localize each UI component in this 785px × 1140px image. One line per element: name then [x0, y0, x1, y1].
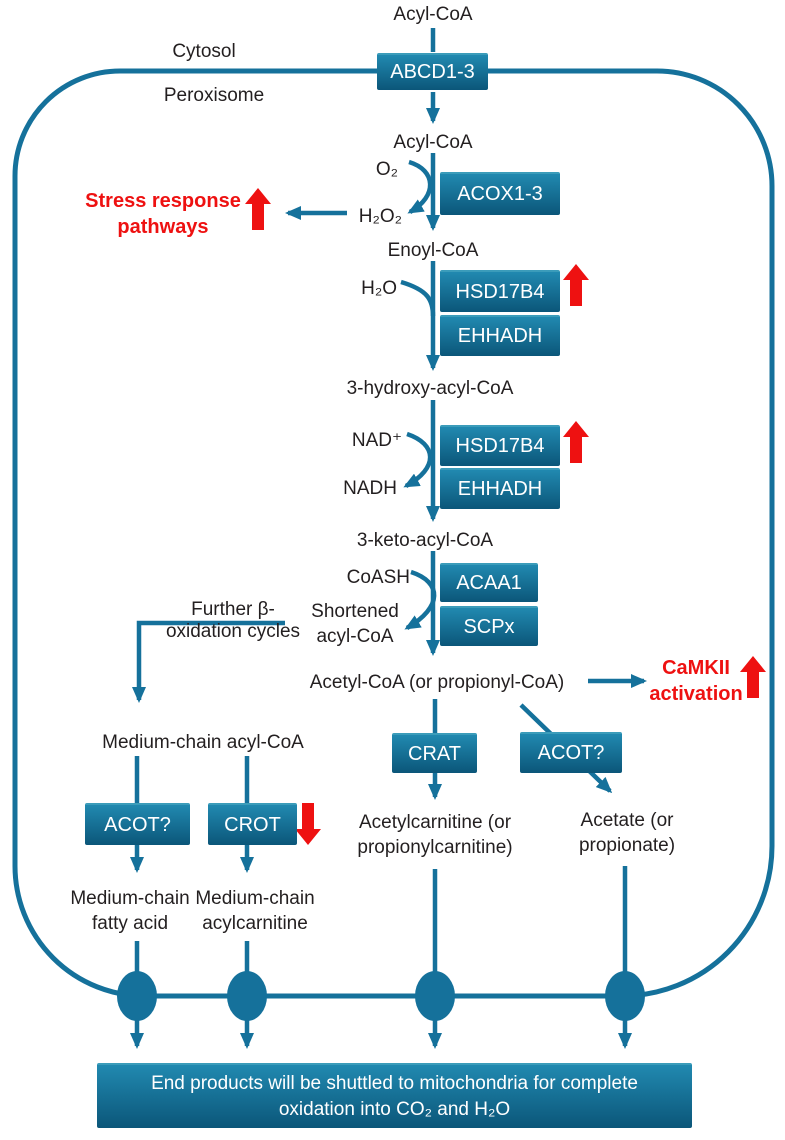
transporter-node-2: [227, 971, 267, 1021]
enzyme-box-acaa1: ACAA1: [440, 563, 538, 602]
product-medium-chain-fatty-acid: Medium-chain fatty acid: [70, 888, 190, 934]
enzyme-box-hsd17b4-2: HSD17B4: [440, 425, 560, 466]
metabolite-3-keto-acyl-coa: 3-keto-acyl-CoA: [356, 530, 494, 551]
cofactor-coash: CoASH: [346, 567, 410, 588]
enzyme-box-hsd17b4-1: HSD17B4: [440, 270, 560, 312]
compartment-cytosol-label: Cytosol: [172, 41, 236, 62]
red-down-arrow-crot: [295, 803, 321, 845]
cofactor-nad: NAD⁺: [351, 430, 402, 451]
cofactor-o2: O₂: [375, 159, 398, 180]
enzyme-box-crat: CRAT: [392, 733, 477, 773]
cofactor-nadh: NADH: [343, 478, 397, 499]
cofactor-curve-o2-h2o2: [407, 159, 433, 214]
annotation-stress-response: Stress response pathways: [85, 190, 241, 238]
end-products-box: End products will be shuttled to mitocho…: [97, 1063, 692, 1128]
transporter-node-3: [415, 971, 455, 1021]
metabolite-acyl-coa-peroxisome: Acyl-CoA: [393, 132, 473, 153]
red-up-arrow-camkii: [740, 656, 766, 698]
metabolite-3-hydroxy-acyl-coa: 3-hydroxy-acyl-CoA: [346, 378, 514, 399]
product-acetate: Acetate (or propionate): [578, 810, 676, 856]
annotation-further-oxidation: Further β- oxidation cycles: [165, 599, 301, 642]
metabolite-acetyl-coa: Acetyl-CoA (or propionyl-CoA): [309, 672, 565, 693]
product-acetylcarnitine: Acetylcarnitine (or propionylcarnitine): [357, 812, 513, 858]
arrow-further-oxidation-loop: [132, 620, 285, 703]
enzyme-box-ehhadh-1: EHHADH: [440, 315, 560, 356]
cofactor-curve-h2o: [400, 279, 436, 317]
transporter-node-4: [605, 971, 645, 1021]
cofactor-curve-nad-nadh: [403, 431, 433, 488]
product-medium-chain-acylcarnitine: Medium-chain acylcarnitine: [195, 888, 315, 934]
enzyme-box-acox1-3: ACOX1-3: [440, 172, 560, 215]
cofactor-h2o: H₂O: [361, 278, 397, 299]
red-up-arrow-hsd17b4-1: [563, 264, 589, 306]
enzyme-box-scpx: SCPx: [440, 606, 538, 646]
enzyme-box-acot-left: ACOT?: [85, 803, 190, 845]
enzyme-box-abcd1-3: ABCD1-3: [377, 53, 488, 90]
transporter-node-1: [117, 971, 157, 1021]
cofactor-curve-coash-shortened: [404, 569, 437, 630]
annotation-camkii-activation: CaMKII activation: [649, 657, 743, 705]
enzyme-box-crot: CROT: [208, 803, 297, 845]
enzyme-box-ehhadh-2: EHHADH: [440, 468, 560, 509]
red-up-arrow-stress: [245, 188, 271, 230]
cofactor-h2o2: H₂O₂: [358, 206, 402, 227]
end-products-line2: oxidation into CO₂ and H₂O: [278, 1098, 511, 1120]
end-products-line1: End products will be shuttled to mitocho…: [151, 1072, 638, 1094]
red-up-arrow-hsd17b4-2: [563, 421, 589, 463]
compartment-peroxisome-label: Peroxisome: [163, 85, 265, 106]
metabolite-enoyl-coa: Enoyl-CoA: [387, 240, 479, 261]
metabolite-medium-chain-acyl-coa: Medium-chain acyl-CoA: [102, 732, 304, 753]
metabolite-acyl-coa-cytosol: Acyl-CoA: [393, 4, 473, 25]
metabolite-shortened-acyl-coa: Shortened acyl-CoA: [311, 601, 399, 647]
enzyme-box-acot-right: ACOT?: [520, 732, 622, 773]
